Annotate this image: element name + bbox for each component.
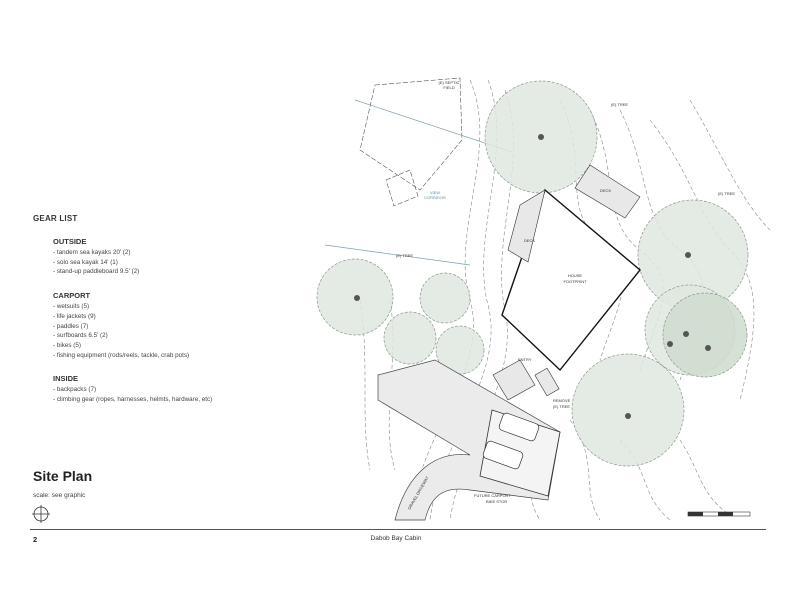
- carport: [479, 409, 561, 497]
- gear-item: - wetsuits (5): [53, 303, 90, 311]
- decks: [492, 164, 641, 401]
- gear-item: - climbing gear (ropes, harnesses, helmt…: [53, 396, 213, 404]
- gear-section-heading: INSIDE: [53, 374, 79, 384]
- scale-note: scale: see graphic: [33, 492, 86, 499]
- gear-item: - life jackets (9): [53, 312, 96, 320]
- page-title: Site Plan: [33, 468, 93, 484]
- gear-list: GEAR LIST OUTSIDE - tandem sea kayaks 20…: [33, 214, 293, 405]
- gear-section-carport: CARPORT - wetsuits (5) - life jackets (9…: [53, 291, 293, 360]
- house-footprint: [501, 188, 641, 372]
- label-septic-2: FIELD: [443, 85, 454, 90]
- project-name: Dabob Bay Cabin: [370, 535, 422, 542]
- gear-item: - stand-up paddleboard 9.5' (2): [53, 268, 140, 276]
- gear-item: - bikes (5): [53, 341, 81, 349]
- gear-item: - paddles (7): [53, 322, 89, 330]
- label-house: HOUSE: [568, 273, 583, 278]
- gear-section-inside: INSIDE - backpacks (7) - climbing gear (…: [53, 374, 293, 404]
- label-deck-left: DECK: [524, 238, 535, 243]
- label-view: VIEW: [430, 190, 440, 195]
- label-bike: BIKE STOR: [486, 499, 507, 504]
- label-septic: (E) SEPTIC: [439, 80, 460, 85]
- gear-section-heading: OUTSIDE: [53, 237, 87, 246]
- view-line-2: [324, 244, 471, 266]
- gear-section-outside: OUTSIDE - tandem sea kayaks 20' (2) - so…: [53, 237, 293, 277]
- tree-trunks: [354, 134, 711, 419]
- label-house-2: FOOTPRINT: [563, 279, 587, 284]
- label-carport: FUTURE CARPORT: [474, 493, 511, 498]
- label-entry: ENTRY: [518, 357, 532, 362]
- gear-list-title: GEAR LIST: [33, 214, 78, 223]
- gear-item: - fishing equipment (rods/reels, tackle,…: [53, 351, 190, 359]
- page-number: 2: [33, 535, 38, 544]
- gear-section-heading: CARPORT: [53, 291, 91, 301]
- septic-field: [359, 77, 463, 207]
- footer-divider: [30, 529, 766, 530]
- label-tree-1: (E) TREE: [611, 102, 628, 107]
- label-remove: REMOVE: [553, 398, 571, 403]
- gear-item: - backpacks (7): [53, 386, 97, 394]
- gear-item: - solo sea kayak 14' (1): [53, 258, 118, 266]
- label-remove-2: (E) TREE: [553, 404, 570, 409]
- gear-item: - surfboards 6.5' (2): [53, 332, 108, 340]
- label-view-2: CORRIDOR: [424, 195, 446, 200]
- label-deck-top: DECK: [600, 188, 611, 193]
- north-arrow: [32, 505, 50, 523]
- trees: [316, 80, 749, 467]
- label-tree-2: (E) TREE: [718, 191, 735, 196]
- graphic-scale: [687, 511, 751, 517]
- gear-item: - tandem sea kayaks 20' (2): [53, 249, 131, 256]
- label-tree-3: (E) TREE: [396, 253, 413, 258]
